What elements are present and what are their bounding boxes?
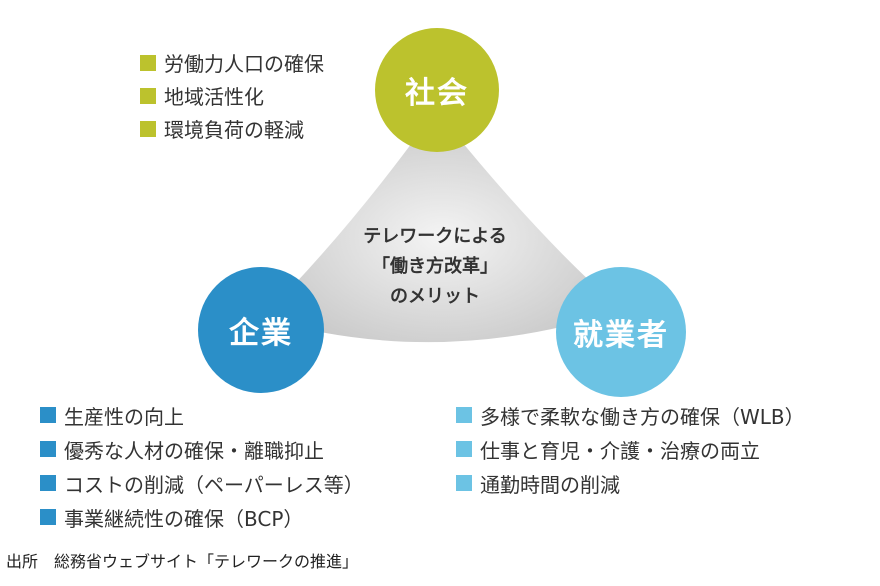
worker-label: 就業者 xyxy=(573,318,669,353)
company-merit-text: 生産性の向上 xyxy=(64,404,184,429)
center-title: テレワークによる 「働き方改革」 のメリット xyxy=(330,222,540,312)
worker-merit-text: 仕事と育児・介護・治療の両立 xyxy=(480,438,760,463)
bullet-square-icon xyxy=(40,475,56,491)
bullet-square-icon xyxy=(456,407,472,423)
worker-merit-item: 通勤時間の削減 xyxy=(456,466,805,500)
worker-merit-item: 仕事と育児・介護・治療の両立 xyxy=(456,432,805,466)
bullet-square-icon xyxy=(40,509,56,525)
bullet-square-icon xyxy=(140,54,156,71)
worker-merit-item: 多様で柔軟な働き方の確保（WLB） xyxy=(456,398,805,432)
company-merit-item: 優秀な人材の確保・離職抑止 xyxy=(40,432,364,466)
society-merit-text: 地域活性化 xyxy=(164,85,264,109)
bullet-square-icon xyxy=(140,87,156,104)
company-merit-text: 事業継続性の確保（BCP） xyxy=(64,506,304,531)
society-label: 社会 xyxy=(405,76,469,111)
bullet-square-icon xyxy=(40,407,56,423)
worker-merit-text: 通勤時間の削減 xyxy=(480,472,620,497)
society-merit-text: 環境負荷の軽減 xyxy=(164,118,304,142)
center-title-line1: テレワークによる xyxy=(363,226,507,247)
company-merit-item: 事業継続性の確保（BCP） xyxy=(40,500,364,534)
society-merit-list: 労働力人口の確保 地域活性化 環境負荷の軽減 xyxy=(140,46,324,145)
worker-merit-text: 多様で柔軟な働き方の確保（WLB） xyxy=(480,404,805,429)
source-caption: 出所 総務省ウェブサイト「テレワークの推進」 xyxy=(6,552,359,571)
center-title-line2: 「働き方改革」 xyxy=(372,256,498,277)
society-circle: 社会 xyxy=(375,28,499,152)
company-merit-item: 生産性の向上 xyxy=(40,398,364,432)
company-merit-list: 生産性の向上 優秀な人材の確保・離職抑止 コストの削減（ペーパーレス等） 事業継… xyxy=(40,398,364,534)
company-merit-text: 優秀な人材の確保・離職抑止 xyxy=(64,438,324,463)
bullet-square-icon xyxy=(40,441,56,457)
society-merit-item: 労働力人口の確保 xyxy=(140,46,324,79)
bullet-square-icon xyxy=(456,441,472,457)
society-merit-text: 労働力人口の確保 xyxy=(164,52,324,76)
company-merit-text: コストの削減（ペーパーレス等） xyxy=(64,472,364,497)
worker-merit-list: 多様で柔軟な働き方の確保（WLB） 仕事と育児・介護・治療の両立 通勤時間の削減 xyxy=(456,398,805,500)
society-merit-item: 地域活性化 xyxy=(140,79,324,112)
center-title-line3: のメリット xyxy=(390,286,480,307)
society-merit-item: 環境負荷の軽減 xyxy=(140,112,324,145)
company-merit-item: コストの削減（ペーパーレス等） xyxy=(40,466,364,500)
bullet-square-icon xyxy=(140,120,156,137)
bullet-square-icon xyxy=(456,475,472,491)
company-label: 企業 xyxy=(229,316,293,351)
company-circle: 企業 xyxy=(198,267,324,393)
worker-circle: 就業者 xyxy=(556,267,686,397)
